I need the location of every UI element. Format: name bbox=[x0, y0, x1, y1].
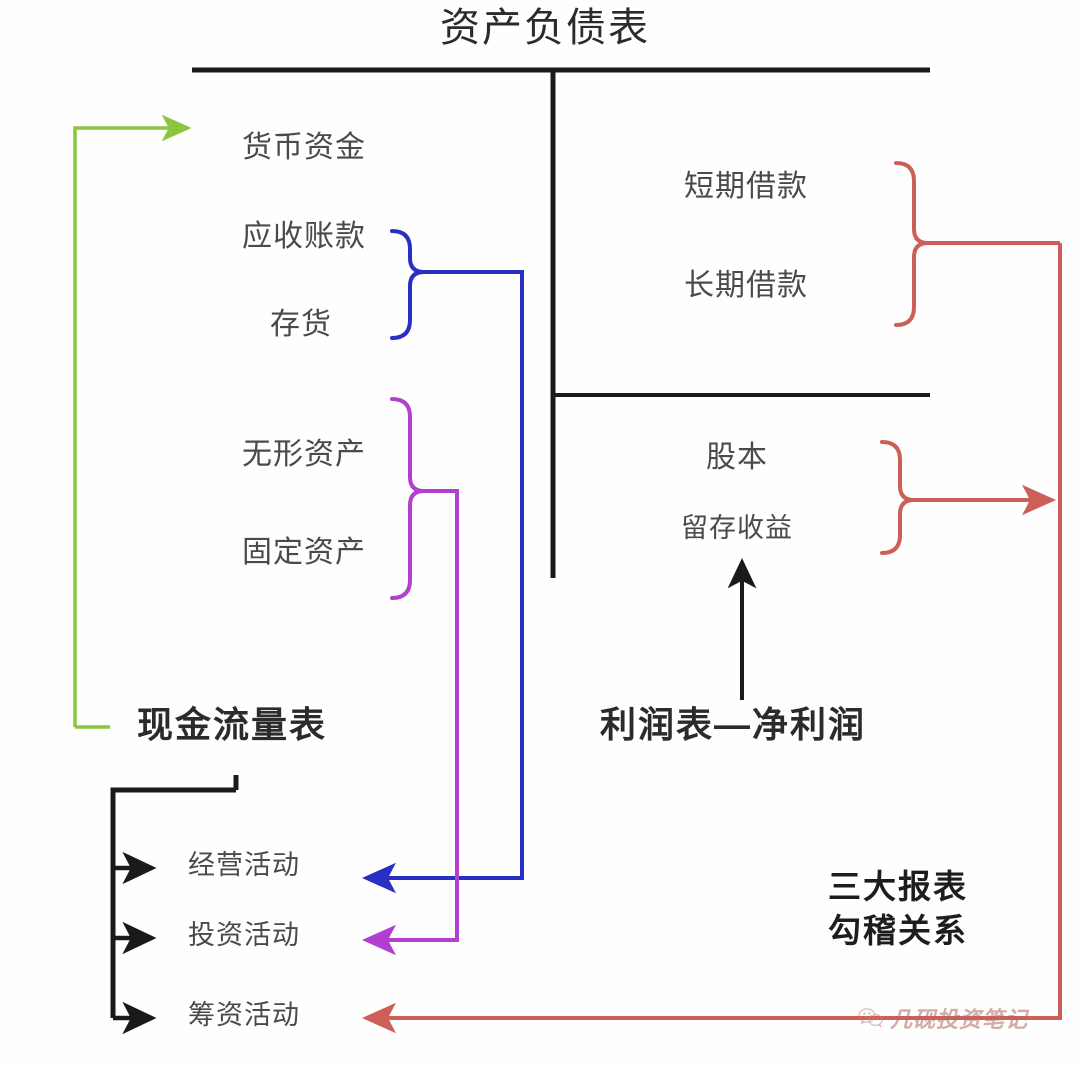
income-statement-title: 利润表—净利润 bbox=[600, 704, 867, 745]
cash-flow-activity-operating: 经营活动 bbox=[188, 850, 300, 880]
page-title: 资产负债表 bbox=[440, 6, 650, 50]
asset-item-inventory: 存货 bbox=[270, 308, 332, 341]
asset-item-fixed: 固定资产 bbox=[242, 536, 366, 569]
red-equity-brace bbox=[880, 440, 1056, 555]
watermark-text: 几砚投资笔记 bbox=[890, 1007, 1029, 1032]
cash-flow-statement-title: 现金流量表 bbox=[137, 704, 328, 745]
cash-flow-activity-investing: 投资活动 bbox=[188, 920, 300, 950]
asset-item-cash: 货币资金 bbox=[242, 131, 366, 164]
equity-item-retained-earnings: 留存收益 bbox=[681, 513, 793, 543]
liability-item-long-term-loan: 长期借款 bbox=[684, 269, 808, 302]
blue-operating-connector bbox=[362, 229, 524, 894]
liability-item-short-term-loan: 短期借款 bbox=[684, 170, 808, 203]
cash-flow-bracket bbox=[110, 775, 239, 1035]
asset-item-intangible: 无形资产 bbox=[242, 438, 366, 471]
badge-line-2: 勾稽关系 bbox=[828, 912, 968, 949]
red-debt-brace bbox=[894, 161, 1060, 327]
watermark: 几砚投资笔记 bbox=[858, 1002, 1028, 1034]
green-cash-connector bbox=[73, 114, 192, 729]
purple-investing-connector bbox=[362, 397, 459, 956]
badge-line-1: 三大报表 bbox=[828, 868, 968, 905]
cash-flow-activity-financing: 筹资活动 bbox=[188, 1000, 300, 1030]
equity-item-share-capital: 股本 bbox=[706, 441, 768, 474]
asset-item-receivables: 应收账款 bbox=[242, 220, 366, 253]
wechat-icon bbox=[858, 1008, 883, 1028]
